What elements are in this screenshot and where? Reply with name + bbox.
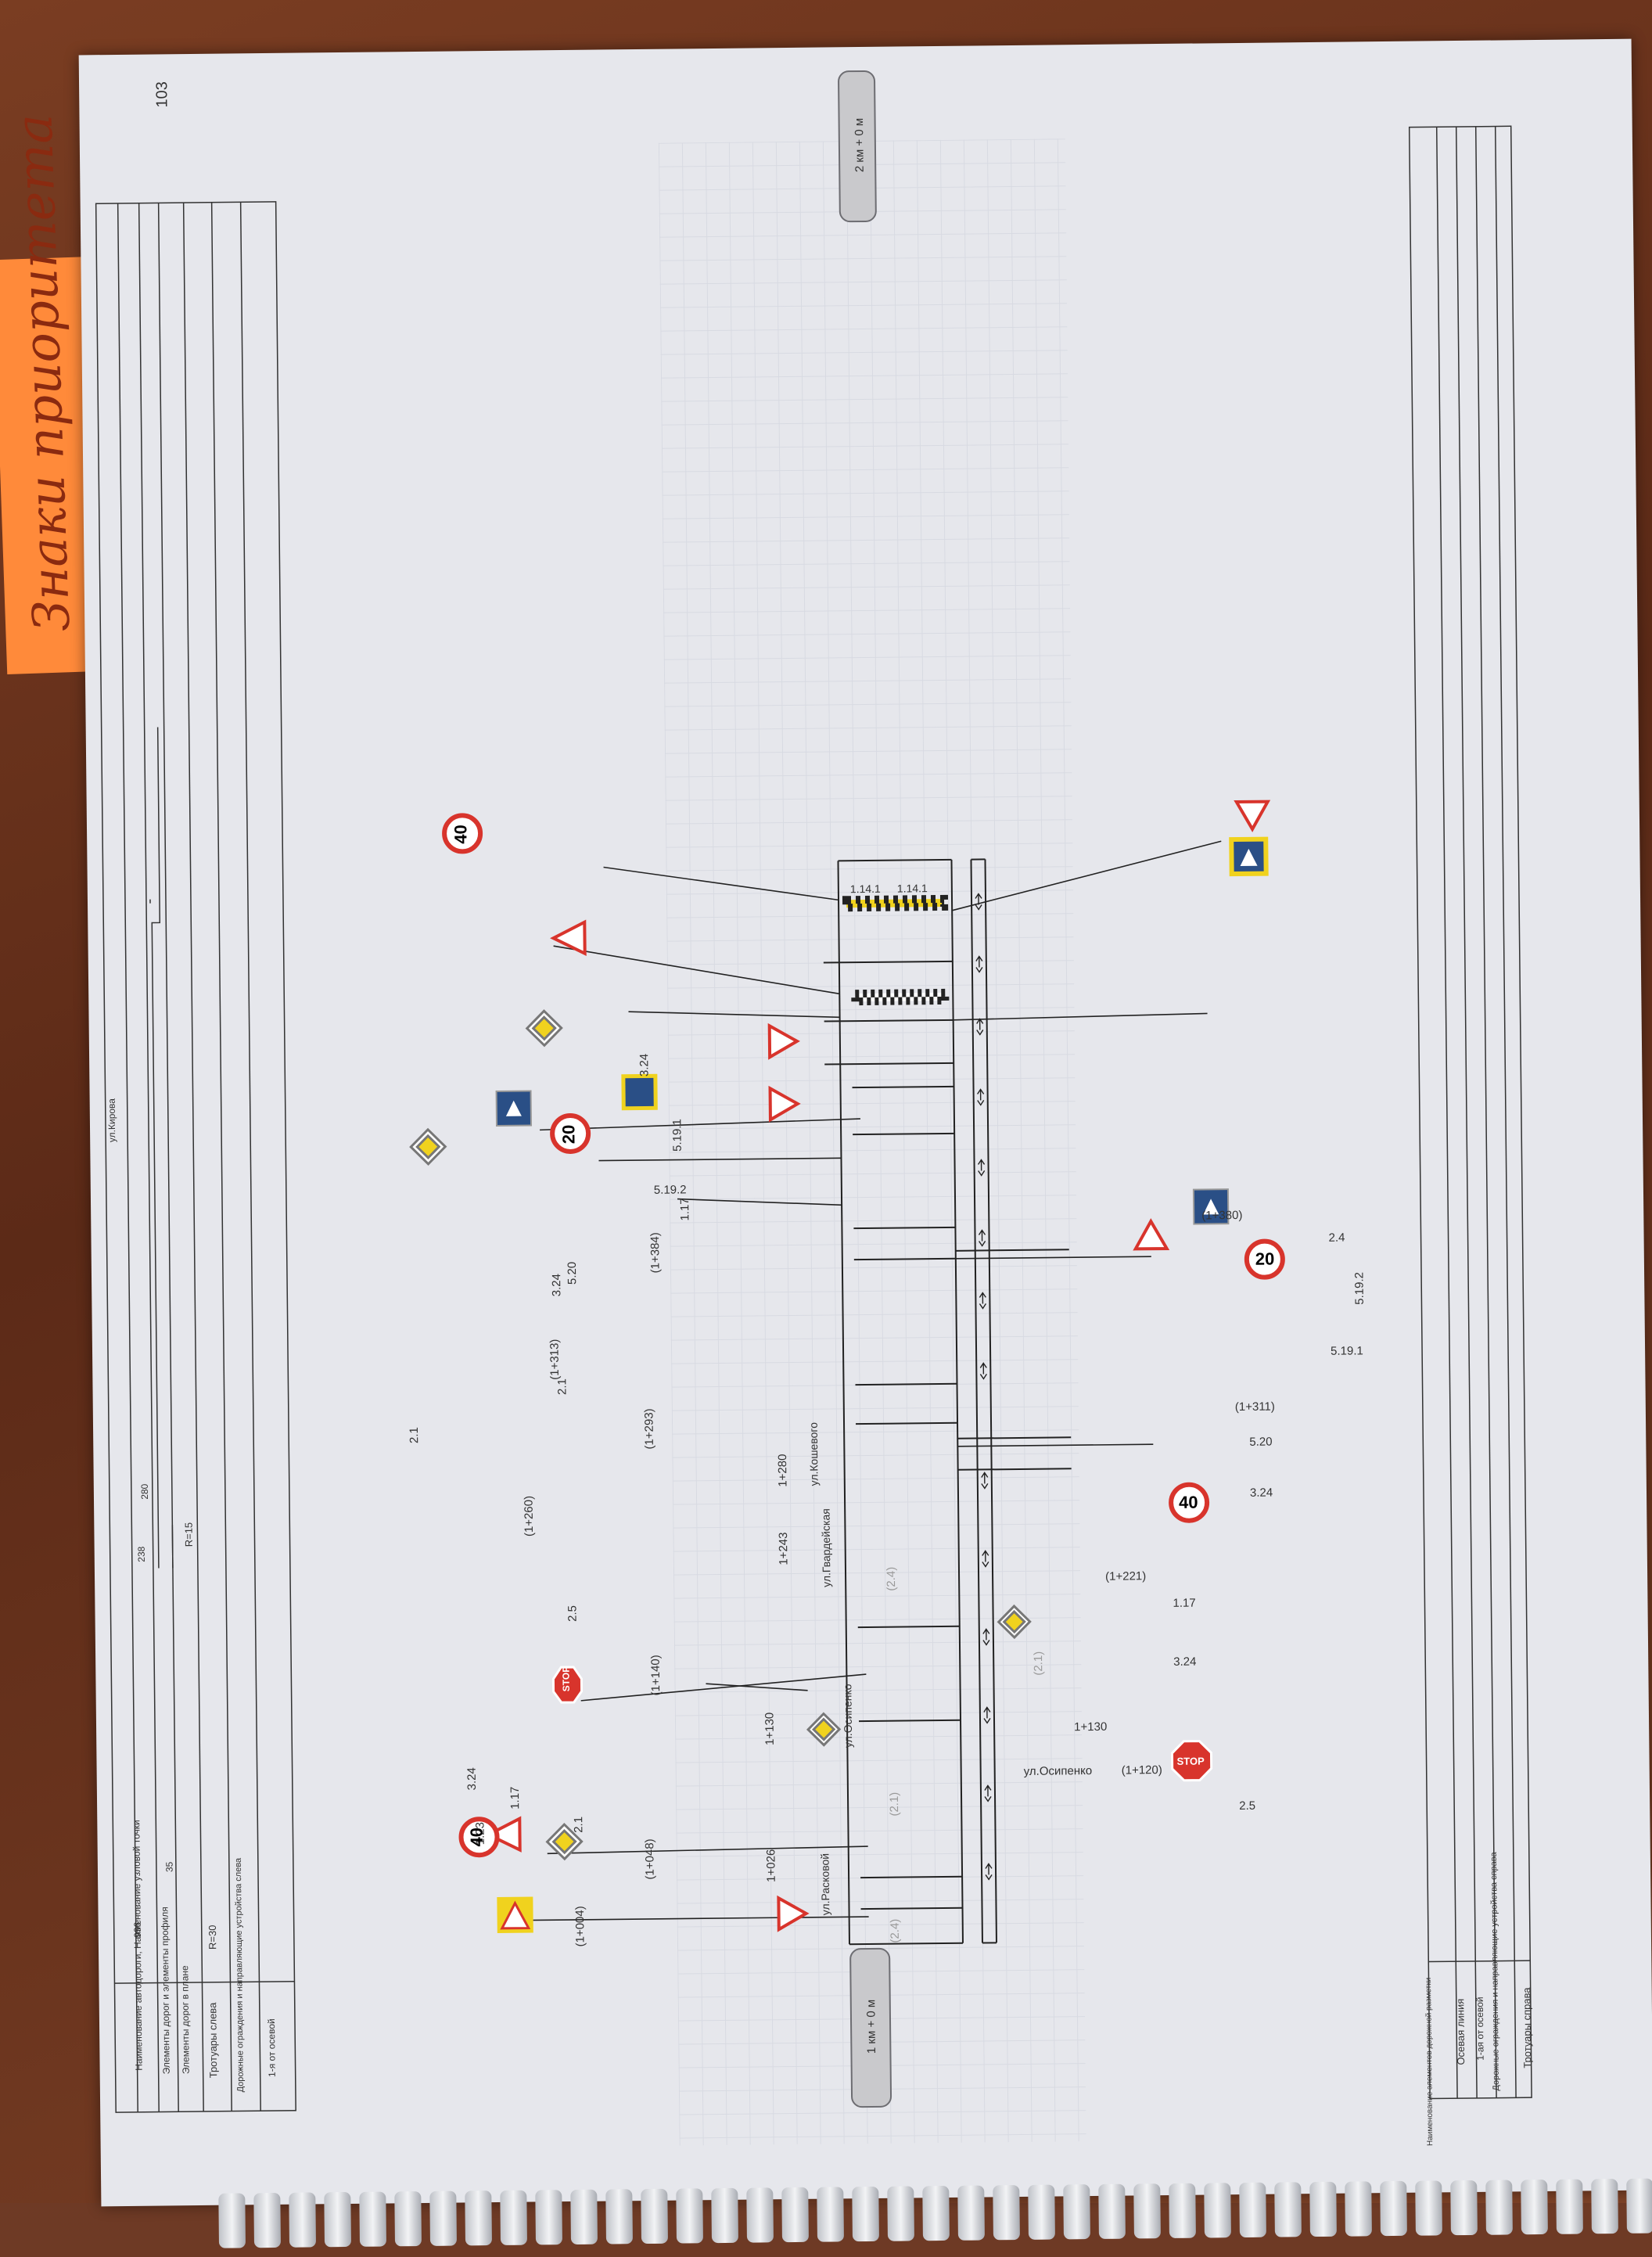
station-1311: (1+311) <box>1235 1400 1275 1414</box>
station-1293: (1+293) <box>642 1408 656 1449</box>
street-osipenko-right: ул.Осипенко <box>1024 1764 1093 1778</box>
speed-40-a: 40 <box>467 1828 487 1847</box>
code-2-4-paren-2: (2.4) <box>889 1919 902 1943</box>
road-diagram <box>79 39 1652 2207</box>
left-table-row-5: Дорожные ограждения и направляющие устро… <box>235 1967 246 2092</box>
left-table <box>96 202 296 2112</box>
code-2-5-b: 2.5 <box>1239 1799 1255 1813</box>
station-1384: (1+384) <box>648 1232 663 1273</box>
station-1004: (1+004) <box>573 1906 587 1946</box>
speed-40-c: 40 <box>1179 1493 1198 1513</box>
code-2-1-c: 2.1 <box>555 1378 569 1395</box>
code-3-24-b: 3.24 <box>1173 1655 1196 1669</box>
marking-1141-a: 1.14.1 <box>850 882 881 895</box>
code-1-17-b: 1.17 <box>1173 1597 1195 1610</box>
code-2-1-paren-1: (2.1) <box>888 1792 901 1817</box>
value-r15: R=15 <box>183 1522 195 1547</box>
right-table-row-5: Наименование элементов дорожной разметки <box>1424 2013 1435 2146</box>
code-2-1-a: 2.1 <box>572 1817 585 1833</box>
sticky-note-text: Знаки приоритета <box>13 302 82 632</box>
station-1380: (1+380) <box>1201 1209 1242 1223</box>
code-5-20-b: 5.20 <box>566 1262 579 1285</box>
right-table-row-1: Осевая линия <box>1454 1987 1467 2065</box>
left-table-row-4: Тротуары слева <box>206 1984 219 2078</box>
left-table-row-1: Наименование автодороги, Наименование уз… <box>132 1961 144 2071</box>
code-2-1-b: 2.1 <box>408 1427 421 1443</box>
street-gvardeyskaya: ул.Гвардейская <box>819 1508 832 1587</box>
station-1243: 1+243 <box>777 1532 790 1565</box>
street-koshevogo: ул.Кошевого <box>807 1422 821 1486</box>
code-3-24-d: 3.24 <box>550 1274 563 1296</box>
code-1-17-c: 1.17 <box>678 1198 691 1220</box>
value-996: 996 <box>132 1922 143 1938</box>
street-osipenko-left: ул.Осипенко <box>841 1684 854 1748</box>
left-table-row-2: Элементы дорог и элементы профиля <box>160 1972 171 2074</box>
value-r30: R=30 <box>206 1925 218 1950</box>
right-table-row-4: Тротуары справа <box>1521 1982 1533 2068</box>
main-road <box>822 858 1076 1944</box>
code-5-19-1-b: 5.19.1 <box>1331 1344 1363 1357</box>
code-2-4: 2.4 <box>1328 1231 1345 1245</box>
street-kirova: ул.Кирова <box>106 1098 118 1142</box>
station-1048: (1+048) <box>643 1838 657 1879</box>
speed-20-a: 20 <box>558 1125 579 1145</box>
right-table-row-3: Дорожные ограждения и направляющие устро… <box>1490 1958 1501 2091</box>
value-280: 280 <box>139 1484 150 1500</box>
left-table-row-6: 1-я от осевой <box>266 1999 278 2077</box>
station-1130-right: 1+130 <box>1074 1720 1107 1734</box>
street-raskovoy: ул.Расковой <box>818 1853 831 1916</box>
code-5-19-2-a: 5.19.2 <box>654 1183 687 1196</box>
right-table-row-2: 1-ая от осевой <box>1474 1990 1486 2061</box>
speed-40-b: 40 <box>451 825 471 844</box>
station-1130-left: 1+130 <box>763 1713 776 1745</box>
station-1260: (1+260) <box>523 1496 537 1536</box>
station-1280: 1+280 <box>776 1454 789 1486</box>
stop-label-b: STOP <box>1176 1756 1204 1767</box>
station-1026: 1+026 <box>764 1849 778 1882</box>
document-page: 103 1 км + 0 м 2 км + 0 м <box>79 39 1652 2207</box>
sidewalk-arrows <box>975 893 992 1879</box>
value-35: 35 <box>164 1862 175 1873</box>
code-2-4-paren-1: (2.4) <box>885 1567 898 1591</box>
code-1-17-a: 1.17 <box>508 1787 522 1810</box>
code-5-19-1-a: 5.19.1 <box>670 1119 684 1152</box>
code-3-24-e: 3.24 <box>637 1054 651 1076</box>
code-2-1-paren-2: (2.1) <box>1032 1651 1045 1676</box>
marking-1141-b: 1.14.1 <box>897 882 928 894</box>
station-1120: (1+120) <box>1122 1763 1162 1777</box>
value-238: 238 <box>136 1547 147 1562</box>
station-1140: (1+140) <box>649 1655 663 1695</box>
station-1221: (1+221) <box>1105 1569 1146 1583</box>
speed-20-b: 20 <box>1255 1249 1275 1270</box>
code-3-24-a: 3.24 <box>465 1767 479 1790</box>
right-table <box>1410 126 1532 2098</box>
code-3-24-c: 3.24 <box>1250 1486 1273 1500</box>
station-1313: (1+313) <box>548 1339 562 1380</box>
code-5-20-a: 5.20 <box>1249 1436 1272 1449</box>
left-table-row-3: Элементы дорог в плане <box>179 1972 191 2074</box>
code-2-5-a: 2.5 <box>566 1605 579 1622</box>
code-5-19-2-b: 5.19.2 <box>1352 1272 1366 1305</box>
stop-label-a: STOP <box>560 1666 571 1692</box>
